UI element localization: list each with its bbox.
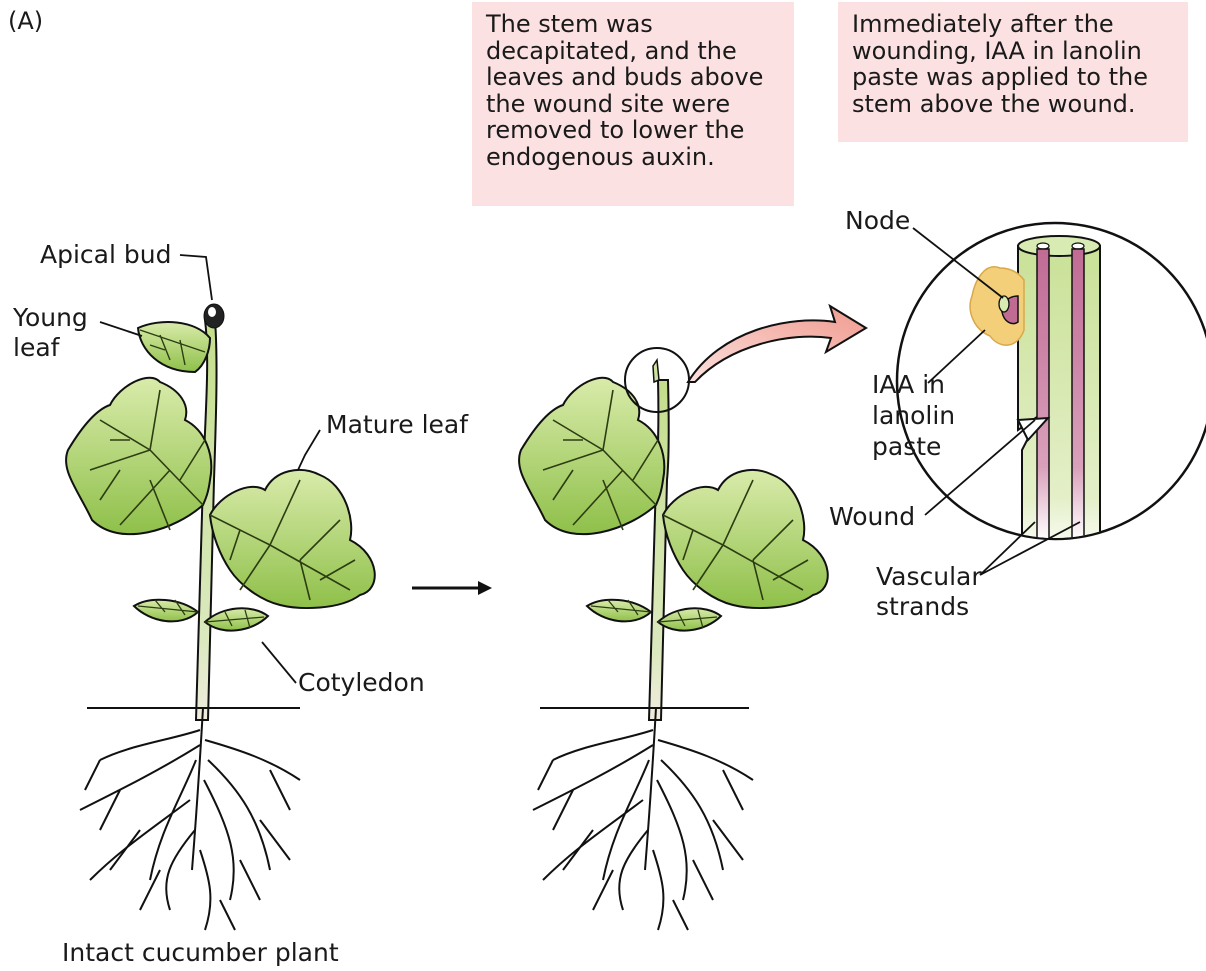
mature-leaf-right (210, 470, 375, 608)
label-young-leaf-2: leaf (13, 333, 59, 363)
label-iaa-3: paste (872, 432, 941, 462)
caption: Intact cucumber plant (62, 938, 339, 968)
label-vascular-2: strands (876, 592, 969, 622)
callout-decapitation-text: The stem was decapitated, and the leaves… (486, 11, 763, 170)
label-cotyledon: Cotyledon (298, 668, 425, 698)
label-node: Node (845, 206, 910, 236)
label-apical-bud: Apical bud (40, 240, 171, 270)
callout-iaa-application-text: Immediately after the wounding, IAA in l… (852, 11, 1148, 117)
process-arrow (412, 581, 492, 595)
panel-label: (A) (8, 6, 43, 36)
label-mature-leaf: Mature leaf (326, 410, 468, 440)
label-vascular-1: Vascular (876, 562, 982, 592)
zoom-arrow (688, 306, 866, 382)
callout-decapitation: The stem was decapitated, and the leaves… (472, 2, 794, 206)
roots (80, 708, 300, 930)
label-young-leaf-1: Young (13, 303, 88, 333)
label-iaa-1: IAA in (872, 370, 945, 400)
mature-leaf-right (663, 470, 828, 608)
intact-plant (66, 304, 375, 930)
young-leaf (138, 322, 210, 372)
mature-leaf-left (519, 378, 664, 534)
decapitated-plant (519, 348, 828, 930)
callout-iaa-application: Immediately after the wounding, IAA in l… (838, 2, 1188, 142)
label-wound: Wound (829, 502, 915, 532)
vascular-strand (1037, 249, 1049, 540)
roots (533, 708, 753, 930)
vascular-strand (1072, 249, 1084, 540)
mature-leaf-left (66, 378, 211, 534)
label-iaa-2: lanolin (872, 401, 955, 431)
